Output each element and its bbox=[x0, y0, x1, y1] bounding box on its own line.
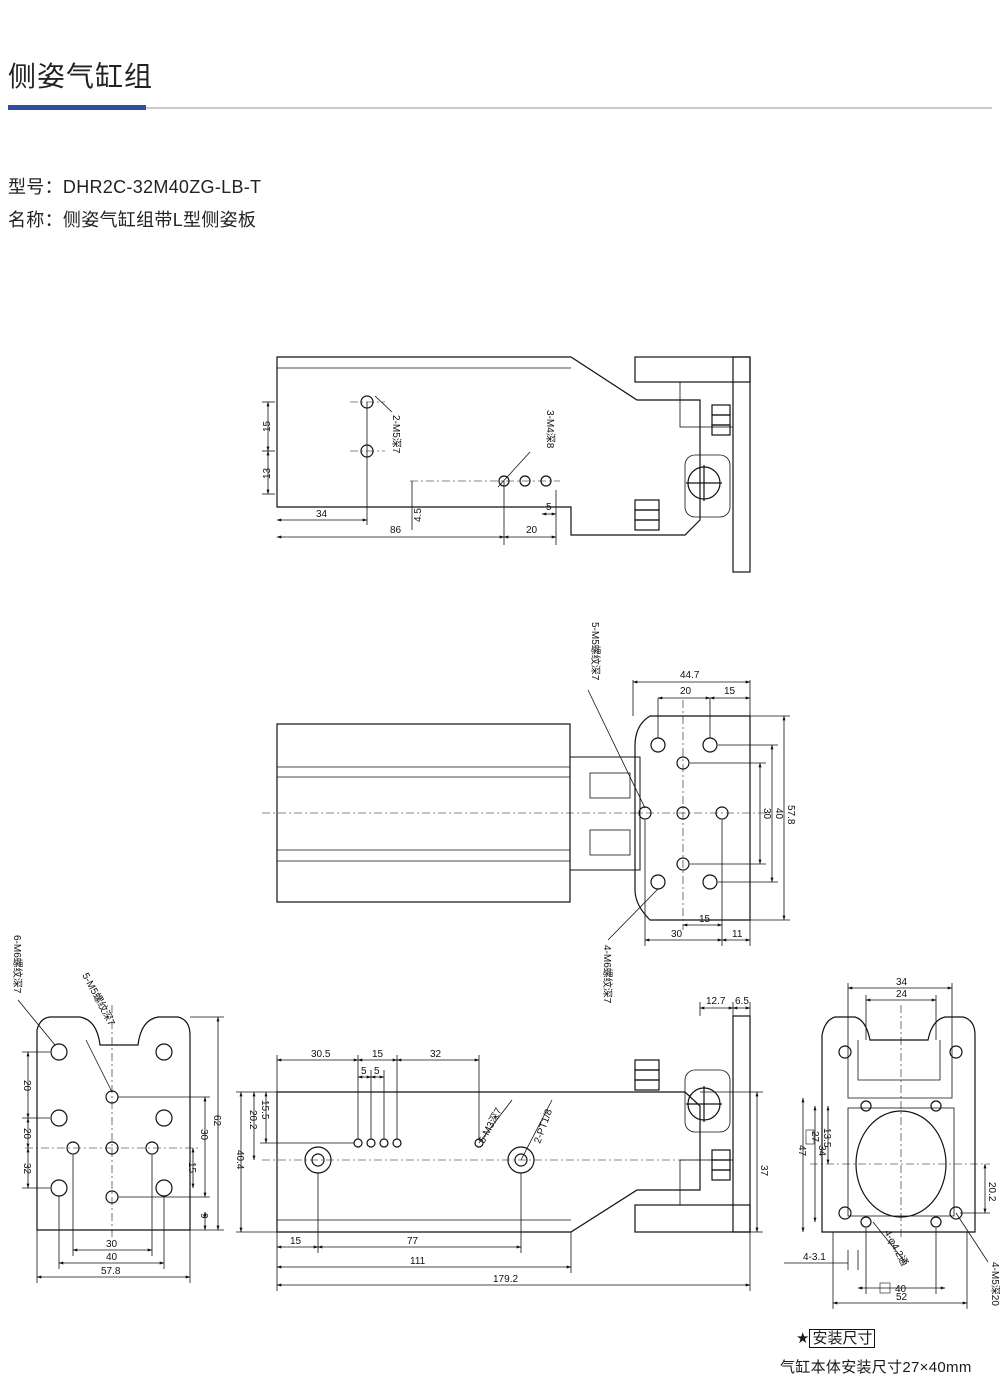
left-dim: 32 bbox=[21, 1163, 32, 1175]
front-note: 2-PT1/8 bbox=[532, 1107, 555, 1145]
top-dim: 34 bbox=[316, 509, 328, 520]
right-dim: 27 bbox=[809, 1131, 820, 1143]
right-dim: 40 bbox=[895, 1284, 907, 1295]
front-dim: 111 bbox=[410, 1256, 426, 1267]
top-bracket-base bbox=[679, 381, 734, 428]
plan-holes bbox=[638, 737, 729, 890]
plan-note: 5-M5螺纹深7 bbox=[589, 622, 602, 681]
plan-note: 4-M6螺纹深7 bbox=[601, 945, 614, 1004]
title-accent-bar bbox=[8, 105, 146, 110]
install-label-line: ★安装尺寸 bbox=[796, 1327, 876, 1348]
left-dim: 30 bbox=[106, 1239, 118, 1250]
front-dim: 5 bbox=[361, 1066, 367, 1077]
top-dim: 4.5 bbox=[413, 508, 424, 522]
right-note: 4-M5深20 bbox=[989, 1262, 1000, 1306]
model-label: 型号： bbox=[8, 177, 63, 197]
right-dim: 20.2 bbox=[986, 1182, 997, 1202]
left-note: 5-M5螺纹深7 bbox=[79, 970, 118, 1028]
install-label: 安装尺寸 bbox=[809, 1329, 876, 1348]
view-right bbox=[784, 983, 990, 1309]
top-body-outline bbox=[276, 356, 701, 536]
front-dim: 37 bbox=[758, 1165, 769, 1177]
left-dim: 20 bbox=[21, 1128, 32, 1140]
plan-dim: 30 bbox=[671, 929, 683, 940]
right-bracket-outline bbox=[821, 1016, 976, 1233]
plan-dim: 44.7 bbox=[680, 670, 700, 681]
left-holes bbox=[50, 1043, 173, 1204]
front-body-outline bbox=[276, 1091, 701, 1233]
view-left bbox=[17, 999, 224, 1283]
plan-dim: 30 bbox=[761, 808, 772, 820]
right-dim: 34 bbox=[816, 1145, 827, 1157]
front-note: 5-M3深7 bbox=[476, 1106, 505, 1146]
front-dim: 30.5 bbox=[311, 1049, 331, 1060]
plan-bracket-outline bbox=[634, 715, 751, 921]
top-dim: 13 bbox=[262, 467, 273, 479]
right-dim: 34 bbox=[896, 977, 908, 988]
front-dim: 12.7 bbox=[706, 996, 726, 1007]
page-title: 侧姿气缸组 bbox=[8, 61, 154, 92]
front-dim: 20.2 bbox=[247, 1110, 258, 1130]
left-dim: 57.8 bbox=[101, 1266, 121, 1277]
plan-dim: 57.8 bbox=[785, 805, 796, 825]
view-plan bbox=[262, 680, 790, 946]
install-text: 气缸本体安装尺寸27×40mm bbox=[780, 1359, 972, 1376]
left-bracket-outline bbox=[36, 1016, 191, 1231]
left-dim: 9 bbox=[198, 1213, 209, 1219]
top-nut-stack bbox=[634, 404, 731, 531]
top-note: 2-M5深7 bbox=[390, 415, 402, 454]
right-dim: 13.5 bbox=[821, 1128, 832, 1148]
front-dim: 5 bbox=[374, 1066, 380, 1077]
view-front bbox=[236, 1002, 763, 1291]
top-note: 3-M4深8 bbox=[544, 410, 556, 449]
left-note: 6-M6螺纹深7 bbox=[11, 935, 24, 994]
right-holes bbox=[838, 1045, 963, 1228]
front-bracket-leg bbox=[732, 1015, 751, 1233]
front-dim: 15 bbox=[290, 1236, 302, 1247]
plan-dim: 15 bbox=[724, 686, 736, 697]
view-top bbox=[262, 356, 751, 573]
plan-dim: 11 bbox=[732, 929, 743, 940]
front-dim: 40.4 bbox=[234, 1150, 245, 1170]
top-pivot-housing bbox=[684, 454, 731, 518]
plan-dim: 40 bbox=[773, 808, 784, 820]
top-dim: 15 bbox=[262, 420, 273, 432]
front-nut-stack bbox=[634, 1059, 731, 1181]
right-dim: 4-3.1 bbox=[803, 1252, 826, 1263]
top-dim: 5 bbox=[546, 502, 552, 513]
left-dim: 30 bbox=[198, 1129, 209, 1141]
front-dim: 77 bbox=[407, 1236, 419, 1247]
front-dim: 32 bbox=[430, 1049, 442, 1060]
left-dim: 20 bbox=[21, 1080, 32, 1092]
left-dim: 62 bbox=[211, 1115, 222, 1127]
name-line: 名称：侧姿气缸组带L型侧姿板 bbox=[8, 206, 256, 232]
front-dim: 15.5 bbox=[259, 1100, 270, 1120]
left-dim: 15 bbox=[186, 1162, 197, 1174]
top-dim: 20 bbox=[526, 525, 538, 536]
right-dim: 47 bbox=[796, 1145, 807, 1157]
top-bracket-leg bbox=[732, 356, 751, 573]
plan-clevis bbox=[570, 756, 641, 871]
name-label: 名称： bbox=[8, 210, 63, 230]
left-dim: 40 bbox=[106, 1252, 118, 1263]
star-icon: ★ bbox=[796, 1330, 810, 1347]
front-dim: 6.5 bbox=[735, 996, 749, 1007]
model-line: 型号：DHR2C-32M40ZG-LB-T bbox=[8, 173, 261, 199]
right-note: 4-φ4.2通 bbox=[881, 1228, 910, 1268]
front-dim: 15 bbox=[372, 1049, 384, 1060]
right-dim: 52 bbox=[896, 1292, 908, 1303]
model-value: DHR2C-32M40ZG-LB-T bbox=[62, 177, 262, 197]
plan-dim: 20 bbox=[680, 686, 692, 697]
name-value: 侧姿气缸组带L型侧姿板 bbox=[62, 210, 257, 230]
title-rule bbox=[8, 107, 992, 109]
right-dim: 24 bbox=[896, 989, 908, 1000]
top-dim: 86 bbox=[390, 525, 402, 536]
plan-dim: 15 bbox=[699, 914, 711, 925]
front-dim: 179.2 bbox=[493, 1274, 518, 1285]
